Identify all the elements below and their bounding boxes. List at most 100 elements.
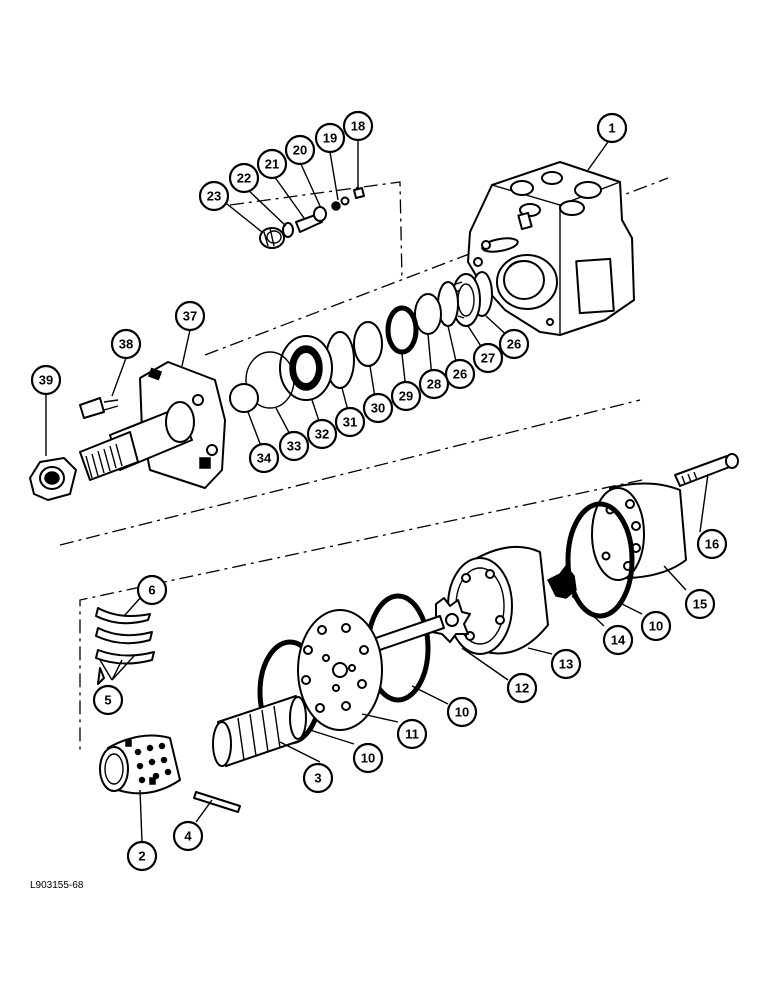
callout-33: 33: [278, 430, 310, 462]
callout-28: 28: [418, 368, 450, 400]
svg-text:28: 28: [427, 377, 441, 392]
callout-26-washer: 26: [498, 328, 530, 360]
callout-26-race: 26: [444, 358, 476, 390]
svg-text:16: 16: [705, 537, 719, 552]
stud-bolt: [79, 397, 119, 419]
svg-text:29: 29: [399, 389, 413, 404]
o-ring-end-cap: [565, 501, 635, 619]
thrust-bearing: [451, 273, 481, 327]
svg-text:37: 37: [183, 309, 197, 324]
svg-text:4: 4: [184, 829, 192, 844]
callout-22: 22: [228, 162, 260, 194]
centering-springs: [95, 607, 155, 685]
svg-text:31: 31: [343, 415, 357, 430]
svg-text:26: 26: [453, 367, 467, 382]
svg-text:10: 10: [649, 619, 663, 634]
spacer-plate: [297, 609, 383, 731]
relief-poppet: [353, 187, 365, 199]
callout-14: 14: [602, 624, 634, 656]
svg-text:14: 14: [611, 633, 626, 648]
svg-text:27: 27: [481, 351, 495, 366]
callout-31: 31: [334, 406, 366, 438]
callout-3: 3: [302, 762, 334, 794]
svg-text:18: 18: [351, 119, 365, 134]
seal-ring: [245, 351, 295, 409]
svg-text:21: 21: [265, 157, 279, 172]
plug-o-ring: [282, 222, 294, 238]
callout-27: 27: [472, 342, 504, 374]
callout-34: 34: [248, 442, 280, 474]
svg-text:33: 33: [287, 439, 301, 454]
svg-text:3: 3: [314, 771, 321, 786]
svg-text:10: 10: [455, 705, 469, 720]
svg-text:32: 32: [315, 427, 329, 442]
relief-valve-seat: [313, 206, 327, 222]
svg-text:39: 39: [39, 373, 53, 388]
gerotor-star: [369, 597, 471, 653]
callout-18: 18: [342, 110, 374, 142]
svg-text:12: 12: [515, 681, 529, 696]
callout-1: 1: [596, 112, 628, 144]
callout-19: 19: [314, 122, 346, 154]
svg-text:5: 5: [104, 693, 111, 708]
callout-10-spacer: 10: [352, 742, 384, 774]
end-cap: [591, 482, 687, 581]
hex-nut: [29, 457, 77, 501]
callout-11: 11: [396, 718, 428, 750]
svg-text:20: 20: [293, 143, 307, 158]
relief-valve-parts: [259, 187, 365, 249]
callout-2: 2: [126, 840, 158, 872]
svg-text:19: 19: [323, 131, 337, 146]
backup-ring: [353, 321, 383, 367]
callout-12: 12: [506, 672, 538, 704]
svg-text:26: 26: [507, 337, 521, 352]
callout-4: 4: [172, 820, 204, 852]
snap-ring: [229, 383, 259, 413]
callout-5: 5: [92, 684, 124, 716]
bearings-and-seals: [229, 271, 493, 413]
svg-text:2: 2: [138, 849, 145, 864]
svg-text:1: 1: [608, 121, 615, 136]
callout-23: 23: [198, 180, 230, 212]
cap-bolt: [674, 453, 739, 487]
callout-6: 6: [136, 574, 168, 606]
relief-ball: [340, 196, 350, 206]
callout-13: 13: [550, 648, 582, 680]
callout-38: 38: [110, 328, 142, 360]
callouts: 1 2 3 4 5 6 10 10 10 10 11 12 13 14 15 1…: [30, 110, 728, 872]
svg-text:38: 38: [119, 337, 133, 352]
callout-30: 30: [362, 392, 394, 424]
drawing-code: L903155-68: [30, 880, 84, 891]
callout-10-gerotor: 10: [446, 696, 478, 728]
spool: [212, 695, 307, 767]
callout-21: 21: [256, 148, 288, 180]
svg-text:22: 22: [237, 171, 251, 186]
callout-16: 16: [696, 528, 728, 560]
callout-10-end-cap: 10: [640, 610, 672, 642]
callout-32: 32: [306, 418, 338, 450]
svg-text:34: 34: [257, 451, 272, 466]
gerotor-housing: [447, 545, 549, 655]
svg-text:13: 13: [559, 657, 573, 672]
relief-spring: [331, 201, 341, 211]
sleeve: [99, 734, 181, 795]
end-cap-column: [79, 361, 226, 489]
svg-text:23: 23: [207, 189, 221, 204]
shaft-splines: [85, 443, 123, 479]
callout-39: 39: [30, 364, 62, 396]
svg-text:15: 15: [693, 597, 707, 612]
callout-15: 15: [684, 588, 716, 620]
svg-text:11: 11: [405, 727, 419, 742]
callout-29: 29: [390, 380, 422, 412]
shaft-seal: [279, 335, 333, 401]
svg-text:10: 10: [361, 751, 375, 766]
callout-20: 20: [284, 134, 316, 166]
cross-pin: [193, 791, 241, 813]
callout-37: 37: [174, 300, 206, 332]
valve-housing: [467, 161, 635, 336]
retaining-ring: [414, 293, 442, 335]
o-ring: [385, 305, 419, 355]
relief-valve-plug: [259, 227, 285, 249]
